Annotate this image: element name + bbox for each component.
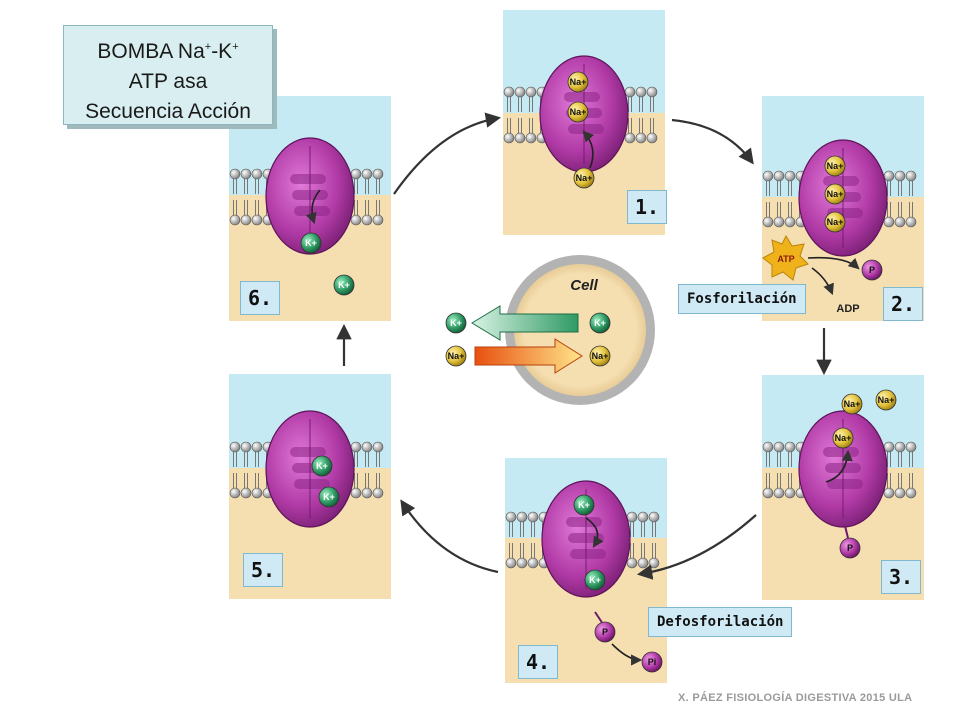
potassium-ion: K+ — [311, 455, 333, 477]
potassium-ion: K+ — [584, 569, 606, 591]
pump-protein — [541, 480, 631, 598]
adp-label: ADP — [836, 303, 859, 315]
cycle-arrows — [336, 112, 832, 580]
sodium-ion: Na+ — [567, 101, 589, 123]
svg-text:K+: K+ — [594, 318, 606, 328]
title-line-2: ATP asa — [128, 70, 208, 93]
svg-text:P: P — [602, 627, 608, 637]
footer-credit: X. PÁEZ FISIOLOGÍA DIGESTIVA 2015 ULA — [678, 692, 913, 704]
step-label-3: 3. — [881, 560, 921, 594]
step-label-4: 4. — [518, 645, 558, 679]
inorganic-phosphate: Pi — [641, 651, 663, 673]
svg-text:K+: K+ — [578, 500, 590, 510]
svg-text:Na+: Na+ — [827, 189, 844, 199]
phosphate-group: P — [861, 259, 883, 281]
arrow-6-to-1 — [393, 112, 502, 195]
svg-text:K+: K+ — [589, 575, 601, 585]
sodium-ion: Na+ — [824, 183, 846, 205]
svg-text:Na+: Na+ — [592, 351, 609, 361]
phosphate-group: P — [594, 621, 616, 643]
sodium-ion: Na+ — [589, 345, 611, 367]
svg-text:Na+: Na+ — [570, 77, 587, 87]
svg-text:Na+: Na+ — [570, 107, 587, 117]
potassium-influx-arrow — [471, 305, 579, 341]
step-label-2: 2. — [883, 287, 923, 321]
step-label-5: 5. — [243, 553, 283, 587]
sodium-ion: Na+ — [841, 393, 863, 415]
step-panel-3 — [762, 375, 924, 600]
sodium-ion: Na+ — [875, 389, 897, 411]
sodium-ion: Na+ — [832, 427, 854, 449]
svg-text:ATP: ATP — [777, 254, 794, 264]
svg-text:P: P — [869, 265, 875, 275]
dephosphorylation-label: Defosforilación — [648, 607, 793, 637]
step-label-6: 6. — [240, 281, 280, 315]
atp-molecule: ATP — [762, 234, 809, 281]
svg-text:K+: K+ — [323, 492, 335, 502]
title-box: BOMBA Na+-K+ ATP asa Secuencia Acción — [63, 25, 273, 125]
svg-text:K+: K+ — [338, 280, 350, 290]
sodium-ion: Na+ — [573, 167, 595, 189]
svg-text:Na+: Na+ — [835, 433, 852, 443]
svg-text:Na+: Na+ — [827, 217, 844, 227]
svg-text:Na+: Na+ — [448, 351, 465, 361]
pump-protein — [265, 137, 355, 255]
step-label-1: 1. — [627, 190, 667, 224]
svg-text:Na+: Na+ — [844, 399, 861, 409]
svg-text:K+: K+ — [316, 461, 328, 471]
potassium-ion: K+ — [318, 486, 340, 508]
title-line-3: Secuencia Acción — [85, 100, 251, 123]
sodium-ion: Na+ — [824, 211, 846, 233]
svg-text:Pi: Pi — [648, 657, 657, 667]
title-line-1: BOMBA Na+-K+ — [97, 40, 239, 63]
potassium-ion: K+ — [333, 274, 355, 296]
arrow-3-to-4 — [636, 514, 757, 580]
potassium-ion: K+ — [300, 232, 322, 254]
potassium-ion: K+ — [589, 312, 611, 334]
arrow-4-to-5 — [400, 499, 499, 574]
svg-text:P: P — [847, 543, 853, 553]
sodium-ion: Na+ — [824, 155, 846, 177]
cell-label: Cell — [570, 277, 598, 294]
sodium-ion: Na+ — [445, 345, 467, 367]
central-cell: Cell — [471, 255, 655, 405]
svg-text:Na+: Na+ — [878, 395, 895, 405]
svg-text:Na+: Na+ — [576, 173, 593, 183]
potassium-ion: K+ — [445, 312, 467, 334]
sodium-efflux-arrow — [474, 338, 583, 374]
phosphate-group: P — [839, 537, 861, 559]
potassium-ion: K+ — [573, 494, 595, 516]
phosphorylation-label: Fosforilación — [678, 284, 806, 314]
pump-protein — [265, 410, 355, 528]
arrow-1-to-2 — [671, 118, 754, 165]
svg-text:K+: K+ — [305, 238, 317, 248]
svg-text:K+: K+ — [450, 318, 462, 328]
sodium-ion: Na+ — [567, 71, 589, 93]
svg-text:Na+: Na+ — [827, 161, 844, 171]
